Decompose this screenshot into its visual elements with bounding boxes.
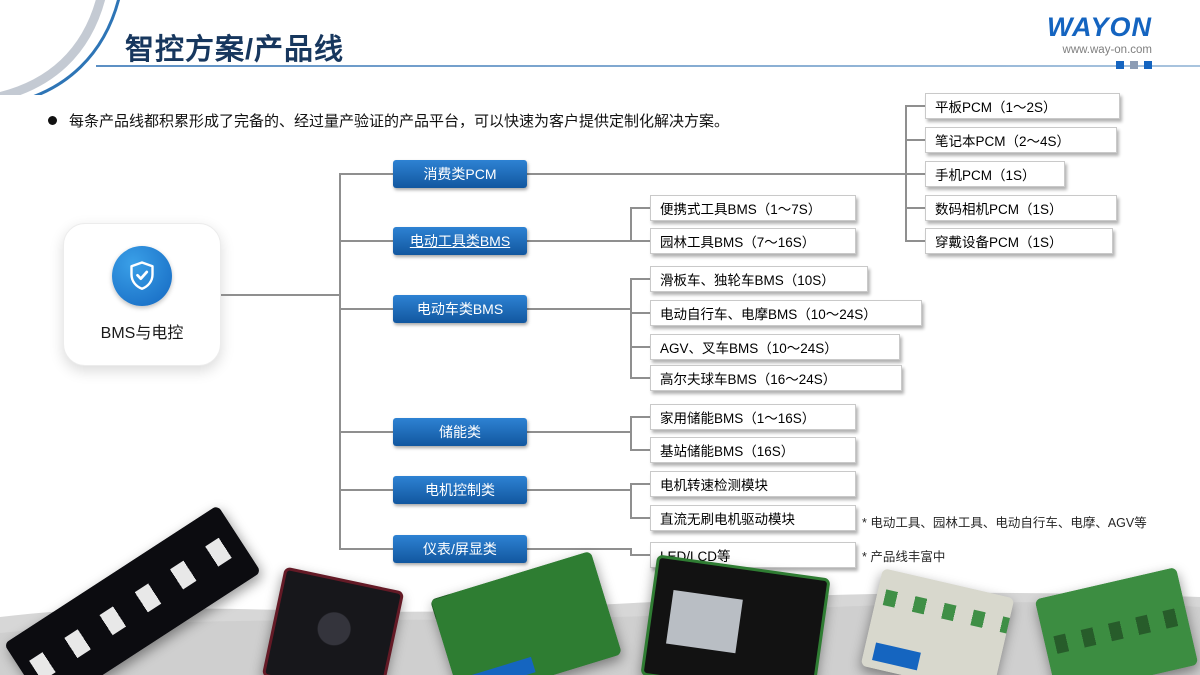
leaf-motor-speed-module: 电机转速检测模块 <box>650 471 856 497</box>
connector-line <box>339 548 395 550</box>
root-label: BMS与电控 <box>100 325 184 342</box>
page-title: 智控方案/产品线 <box>125 34 345 66</box>
bullet-icon <box>48 116 57 125</box>
logo-url: www.way-on.com <box>1062 44 1152 56</box>
connector-line <box>630 207 632 242</box>
connector-line <box>630 346 652 348</box>
pcb-shield <box>666 590 743 654</box>
leaf-phone-pcm: 手机PCM（1S） <box>925 161 1065 187</box>
logo-squares-icon <box>1047 61 1152 69</box>
pcb-connector <box>464 656 536 675</box>
connector-line <box>527 489 632 491</box>
leaf-home-storage-bms: 家用储能BMS（1～16S） <box>650 404 856 430</box>
connector-line <box>339 173 395 175</box>
leaf-garden-tool-bms: 园林工具BMS（7～16S） <box>650 228 856 254</box>
header-divider <box>96 65 1200 67</box>
connector-line <box>630 483 632 519</box>
branch-display: 仪表/屏显类 <box>393 535 527 563</box>
pcb-photo-3 <box>429 550 623 675</box>
connector-line <box>339 173 341 550</box>
connector-line <box>527 173 925 175</box>
leaf-agv-bms: AGV、叉车BMS（10～24S） <box>650 334 900 360</box>
connector-line <box>339 308 395 310</box>
leaf-ebike-bms: 电动自行车、电摩BMS（10～24S） <box>650 300 922 326</box>
leaf-basestation-storage-bms: 基站储能BMS（16S） <box>650 437 856 463</box>
leaf-scooter-bms: 滑板车、独轮车BMS（10S） <box>650 266 868 292</box>
intro-text: 每条产品线都积累形成了完备的、经过量产验证的产品平台，可以快速为客户提供定制化解… <box>69 113 730 130</box>
leaf-golfcart-bms: 高尔夫球车BMS（16～24S） <box>650 365 902 391</box>
connector-line <box>905 105 907 242</box>
connector-line <box>630 416 652 418</box>
leaf-bldc-driver-module: 直流无刷电机驱动模块 <box>650 505 856 531</box>
connector-line <box>339 489 395 491</box>
connector-line <box>905 139 927 141</box>
leaf-tablet-pcm: 平板PCM（1～2S） <box>925 93 1120 119</box>
leaf-portable-tool-bms: 便携式工具BMS（1～7S） <box>650 195 856 221</box>
connector-line <box>905 207 927 209</box>
connector-line <box>630 278 652 280</box>
pcb-connector <box>872 642 921 671</box>
logo: WAYON www.way-on.com <box>1047 12 1152 69</box>
footnote-applications: * 电动工具、园林工具、电动自行车、电摩、AGV等 <box>862 516 1147 530</box>
connector-line <box>527 308 632 310</box>
connector-line <box>630 278 632 379</box>
branch-consumer-pcm: 消费类PCM <box>393 160 527 188</box>
connector-line <box>527 431 632 433</box>
leaf-laptop-pcm: 笔记本PCM（2～4S） <box>925 127 1117 153</box>
intro-bullet-row: 每条产品线都积累形成了完备的、经过量产验证的产品平台，可以快速为客户提供定制化解… <box>48 110 729 131</box>
corner-decoration <box>0 0 120 95</box>
connector-line <box>905 240 927 242</box>
connector-line <box>339 431 395 433</box>
connector-line <box>905 105 927 107</box>
connector-line <box>630 207 652 209</box>
leaf-wearable-pcm: 穿戴设备PCM（1S） <box>925 228 1113 254</box>
connector-line <box>527 240 652 242</box>
connector-line <box>339 240 395 242</box>
connector-line <box>221 294 340 296</box>
connector-line <box>630 377 652 379</box>
branch-power-tool-bms: 电动工具类BMS <box>393 227 527 255</box>
connector-line <box>630 449 652 451</box>
logo-square-icon <box>1116 61 1124 69</box>
connector-line <box>630 548 632 556</box>
leaf-camera-pcm: 数码相机PCM（1S） <box>925 195 1117 221</box>
logo-square-icon <box>1130 61 1138 69</box>
root-node-bms: BMS与电控 <box>63 223 221 366</box>
logo-square-icon <box>1144 61 1152 69</box>
branch-energy-storage: 储能类 <box>393 418 527 446</box>
branch-motor-control: 电机控制类 <box>393 476 527 504</box>
connector-line <box>630 483 652 485</box>
connector-line <box>630 312 652 314</box>
branch-ev-bms: 电动车类BMS <box>393 295 527 323</box>
shield-check-icon <box>112 246 172 306</box>
connector-line <box>630 517 652 519</box>
wayon-logo: WAYON <box>1047 12 1152 42</box>
pcb-photo-4 <box>640 554 831 675</box>
connector-line <box>630 416 632 451</box>
connector-line <box>527 548 632 550</box>
footnote-expanding: * 产品线丰富中 <box>862 550 946 564</box>
connector-line <box>630 554 652 556</box>
